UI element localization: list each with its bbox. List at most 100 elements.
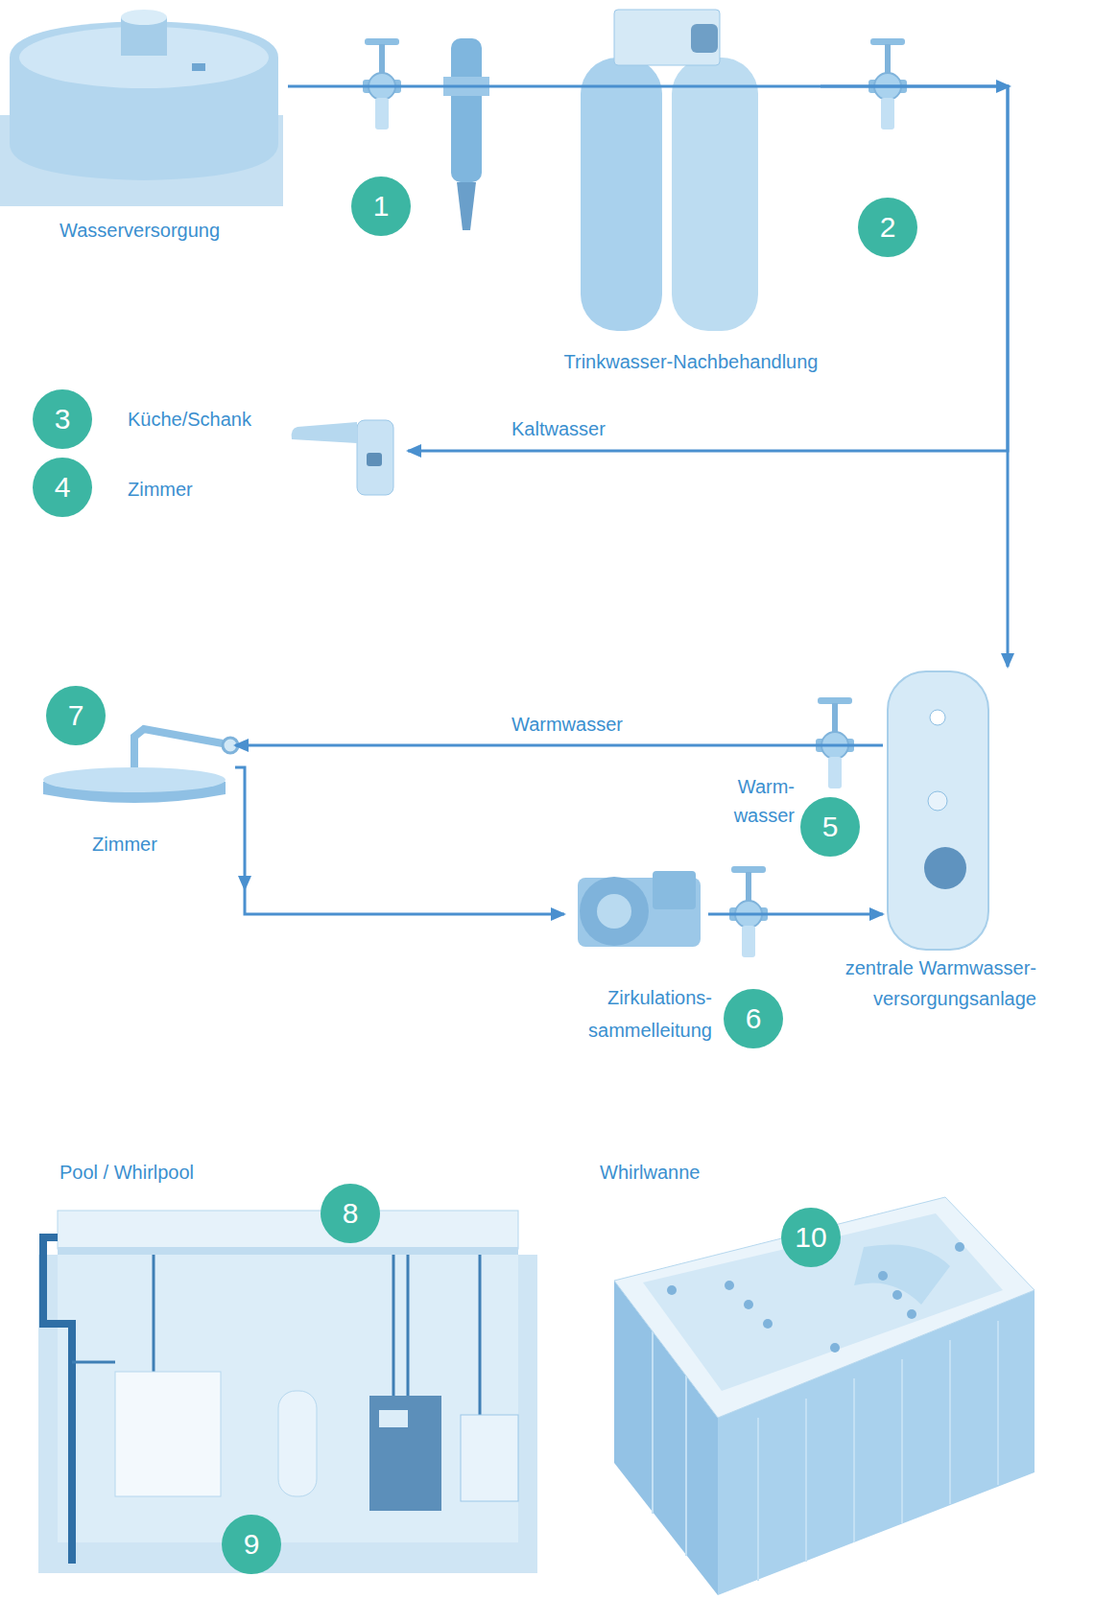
pool-illustration xyxy=(57,1247,519,1256)
callout-number-text: 8 xyxy=(342,1197,359,1231)
valve-symbol xyxy=(815,697,855,789)
valve-symbol xyxy=(362,38,907,958)
faucet-illustration xyxy=(291,422,357,444)
whirl-tub-illustration xyxy=(892,1290,903,1301)
whirl-tub-illustration xyxy=(614,1197,1035,1419)
whirl-tub-illustration xyxy=(830,1343,840,1354)
callout-number-text: 9 xyxy=(243,1528,261,1562)
faucet-illustration xyxy=(291,420,394,496)
hot-water-tank-illustration xyxy=(887,671,989,951)
pool-illustration xyxy=(43,1237,72,1565)
hot-water-tank-illustration xyxy=(887,671,989,951)
component-label: Whirlwanne xyxy=(599,1161,700,1185)
callout-number: 8 xyxy=(320,1184,381,1244)
pump-illustration xyxy=(577,871,701,948)
softener-illustration xyxy=(614,9,720,66)
pump-illustration xyxy=(652,871,696,910)
shower-illustration xyxy=(134,729,223,768)
component-box: Zirkulations- sammelleitung xyxy=(564,868,709,960)
hot-water-tank-illustration xyxy=(924,847,967,890)
component-label: Wasserversorgung xyxy=(59,218,220,242)
pipe-connector xyxy=(407,86,1008,452)
callout-number: 10 xyxy=(781,1208,841,1268)
component-box: Zimmer 7 xyxy=(38,686,236,864)
callout-number: 7 xyxy=(46,686,106,746)
pool-illustration xyxy=(115,1372,221,1498)
pool-illustration xyxy=(379,1410,408,1428)
water-supply-illustration xyxy=(191,63,206,72)
pool-illustration xyxy=(38,1211,538,1574)
pipe-connector xyxy=(287,85,562,89)
whirl-tub-illustration xyxy=(724,1281,735,1291)
component-box: Wasserversorgung xyxy=(0,0,288,252)
whirl-tub-illustration xyxy=(614,1197,1035,1596)
callout-number-text: 10 xyxy=(794,1221,827,1255)
flow-arrowhead xyxy=(237,79,1012,892)
whirl-tub-illustration xyxy=(954,1242,965,1253)
callout-number-text: 1 xyxy=(373,190,390,223)
whirl-tub-illustration xyxy=(743,1300,754,1310)
component-box: Pool / Whirlpool 8 9 xyxy=(38,1156,543,1579)
component-label: Pool / Whirlpool xyxy=(59,1161,194,1185)
pool-illustration xyxy=(460,1415,519,1502)
callout-number-text: 7 xyxy=(68,699,85,733)
filter-illustration xyxy=(456,182,476,231)
faucet-illustration xyxy=(356,420,394,496)
pump-illustration xyxy=(596,894,632,929)
water-supply-illustration xyxy=(0,9,284,207)
component-box: Whirlwanne 10 xyxy=(594,1156,1037,1598)
pump-illustration xyxy=(579,877,649,947)
softener-illustration xyxy=(561,85,821,89)
callout-number-text: 4 xyxy=(54,471,72,504)
whirl-tub-illustration xyxy=(666,1285,677,1296)
callout-number-text: 6 xyxy=(745,1002,762,1036)
water-supply-illustration xyxy=(120,9,167,25)
whirl-tub-illustration xyxy=(762,1319,773,1330)
whirl-tub-illustration xyxy=(878,1271,888,1282)
pipe-connector xyxy=(235,767,565,915)
callout-number: 9 xyxy=(221,1515,282,1575)
softener-illustration xyxy=(671,57,759,332)
component-label: Zimmer xyxy=(38,832,212,857)
component-label: Küche/Schank xyxy=(127,407,252,431)
pool-illustration xyxy=(57,1211,519,1250)
callout-number: 4 xyxy=(32,457,93,518)
pipe-connector xyxy=(235,744,883,748)
pipe-label: Kaltwasser xyxy=(508,417,609,441)
component-box: zentrale Warmwasser- versorgungsanlage xyxy=(882,666,1013,951)
hot-water-tank-illustration xyxy=(929,710,946,726)
callout-number: 5 xyxy=(800,797,860,857)
hot-water-tank-illustration xyxy=(927,791,948,811)
softener-illustration xyxy=(580,57,663,332)
pool-illustration xyxy=(278,1391,317,1498)
whirl-tub-illustration xyxy=(642,1213,1003,1392)
callout-number-text: 2 xyxy=(880,211,897,244)
callout-number: 6 xyxy=(723,989,784,1049)
softener-illustration xyxy=(690,23,718,53)
whirl-tub-illustration xyxy=(854,1245,951,1307)
component-label: Trinkwasser-Nachbehandlung xyxy=(561,350,821,374)
softener-illustration xyxy=(561,9,821,332)
valve-symbol xyxy=(729,866,768,958)
component-label: Zirkulations- sammelleitung xyxy=(568,981,713,1047)
shower-illustration xyxy=(43,767,226,793)
valve-symbol xyxy=(868,38,907,130)
whirl-tub-illustration xyxy=(906,1309,917,1320)
callout-number: 3 xyxy=(32,389,93,450)
callout-number-text: 3 xyxy=(54,403,72,436)
component-box: Trinkwasser-Nachbehandlung xyxy=(561,4,821,380)
pool-illustration xyxy=(38,1255,538,1574)
faucet-illustration xyxy=(366,452,382,467)
pipe-connector xyxy=(708,913,883,917)
component-label: zentrale Warmwasser- versorgungsanlage xyxy=(796,952,1037,1015)
pool-illustration xyxy=(369,1396,442,1512)
pool-illustration xyxy=(57,1255,519,1544)
component-label: Zimmer xyxy=(127,477,193,501)
callout-number-text: 5 xyxy=(822,810,839,844)
component-label: Warm- wasser xyxy=(722,772,795,831)
callout-number: 1 xyxy=(351,176,411,237)
callout-number: 2 xyxy=(857,197,918,258)
filter-illustration xyxy=(451,38,482,183)
pipe-label: Warmwasser xyxy=(508,713,626,737)
